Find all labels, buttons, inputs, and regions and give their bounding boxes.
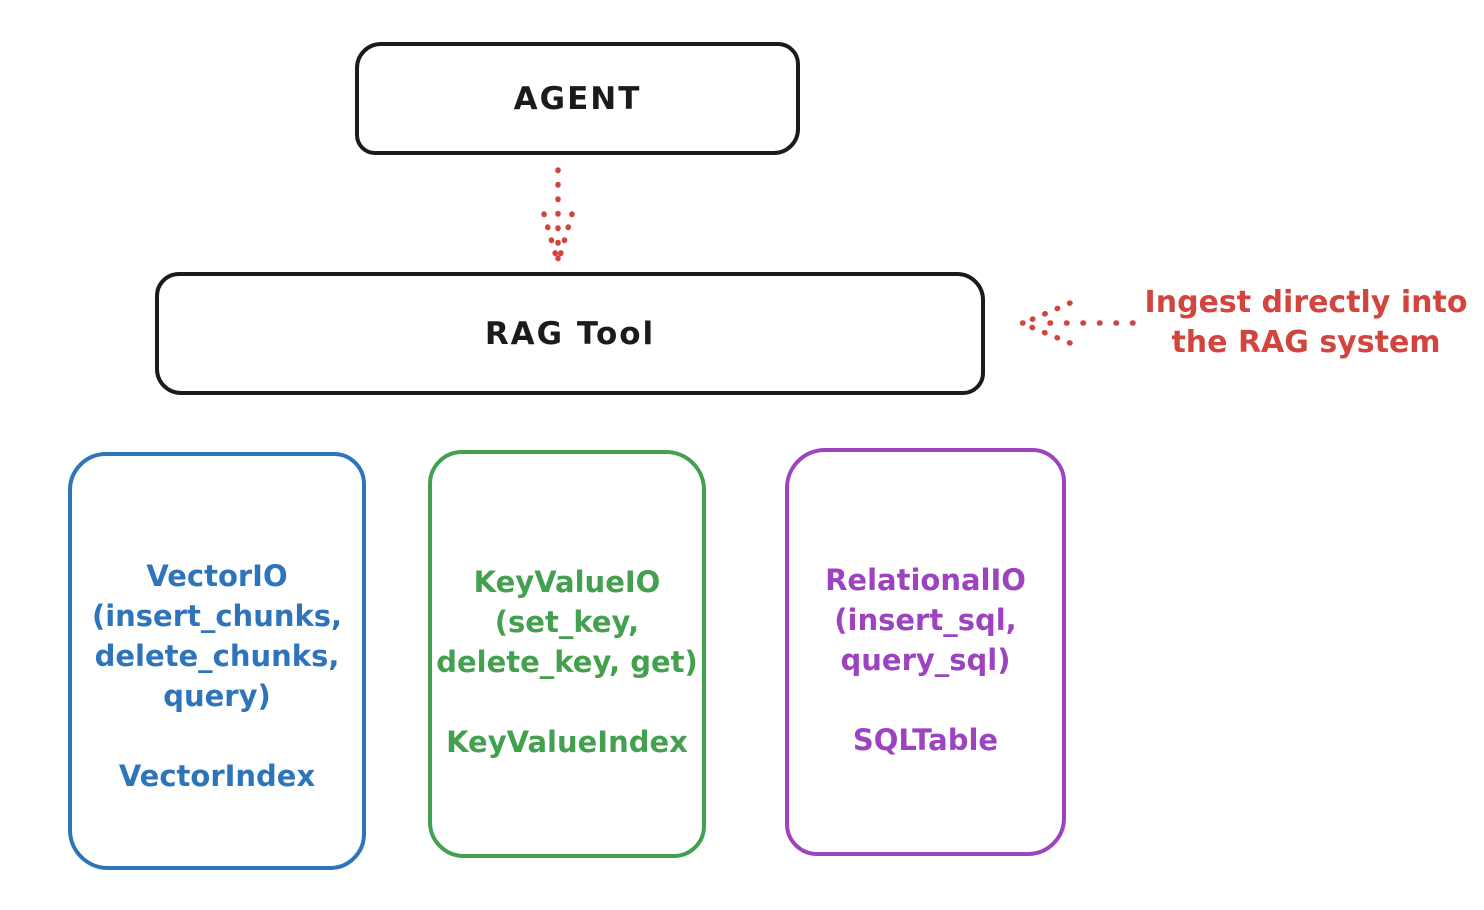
vector-io-methods-line3: query) (163, 679, 271, 713)
relational-io-methods-line1: (insert_sql, (834, 603, 1017, 637)
keyvalue-io-title: KeyValueIO (473, 565, 661, 599)
vector-io-methods-line2: delete_chunks, (94, 639, 340, 673)
relational-io-box[interactable]: RelationalIO (insert_sql, query_sql) SQL… (785, 448, 1066, 856)
vector-index-label: VectorIndex (118, 759, 316, 793)
vector-io-box[interactable]: VectorIO (insert_chunks, delete_chunks, … (68, 452, 366, 870)
keyvalue-index-label: KeyValueIndex (446, 725, 688, 759)
vector-io-methods-line1: (insert_chunks, (91, 599, 343, 633)
keyvalue-io-methods-line1: (set_key, (494, 605, 640, 639)
ingest-annotation-line2: the RAG system (1171, 325, 1441, 360)
rag-tool-box-label: RAG Tool (484, 315, 656, 352)
keyvalue-io-box[interactable]: KeyValueIO (set_key, delete_key, get) Ke… (428, 450, 706, 858)
vector-io-title: VectorIO (146, 559, 288, 593)
rag-tool-box[interactable]: RAG Tool (155, 272, 985, 395)
ingest-arrow (1019, 300, 1136, 346)
relational-io-methods-line2: query_sql) (840, 643, 1011, 677)
ingest-annotation-line1: Ingest directly into (1144, 285, 1468, 320)
sql-table-label: SQLTable (852, 723, 999, 757)
keyvalue-io-methods-line2: delete_key, get) (436, 645, 698, 679)
agent-box[interactable]: AGENT (355, 42, 800, 155)
agent-to-rag-arrow (541, 167, 575, 262)
agent-box-label: AGENT (513, 80, 642, 117)
relational-io-title: RelationalIO (825, 563, 1026, 597)
ingest-annotation: Ingest directly into the RAG system (1138, 283, 1474, 363)
